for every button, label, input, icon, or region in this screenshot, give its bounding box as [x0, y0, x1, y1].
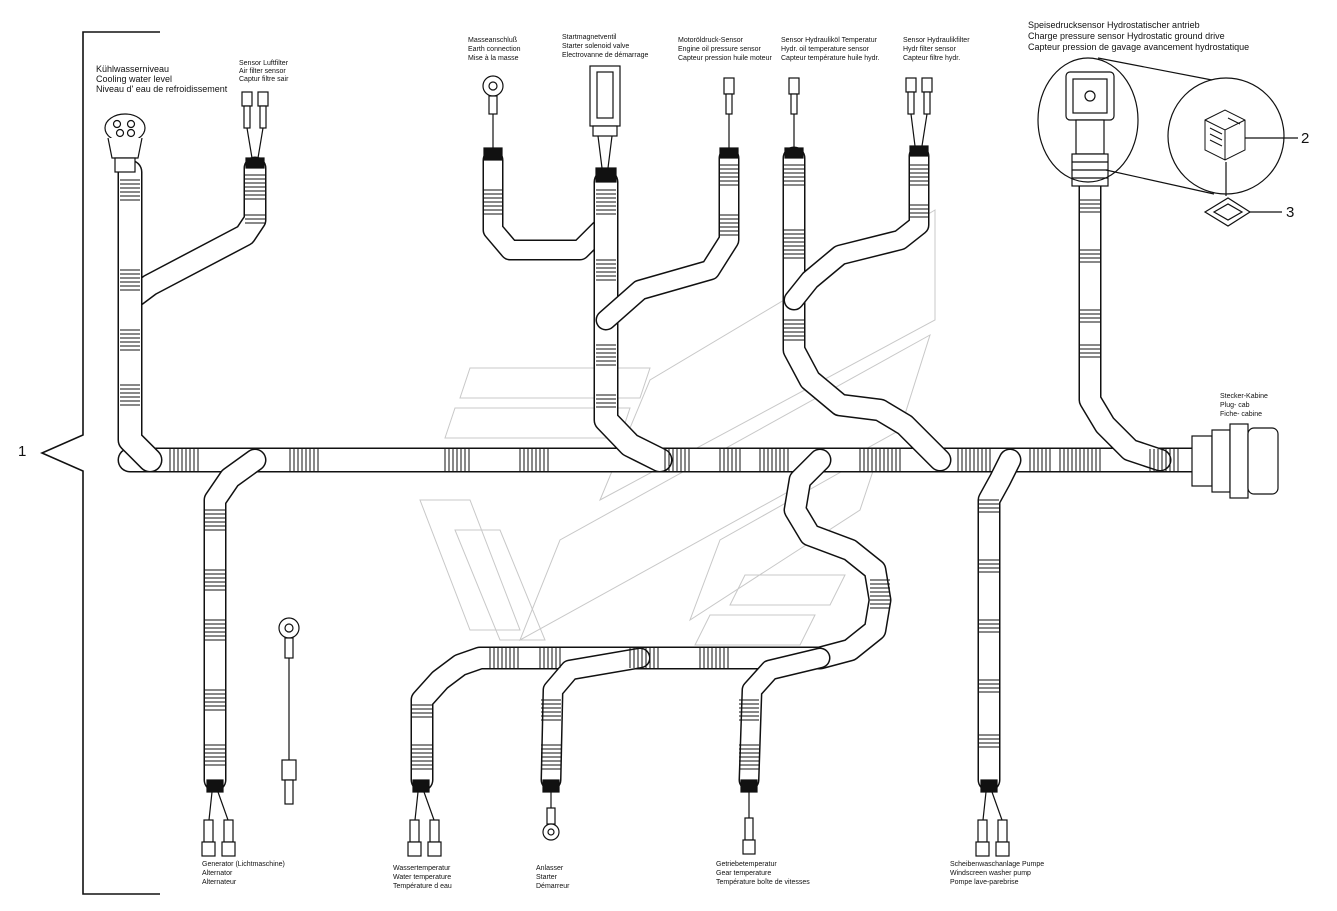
cable-fill: [784, 148, 950, 470]
cable-outline: [410, 448, 892, 792]
gear-temp-terminal: [740, 779, 758, 855]
loose-earth-cable: [278, 617, 300, 805]
air-filter-terminals: [241, 91, 269, 169]
cable-fill: [1080, 176, 1170, 470]
harness-bands: [120, 164, 1179, 770]
harness-bracket: [40, 31, 160, 895]
coolant-sensor-connector: [104, 113, 146, 173]
cable-fill: [595, 171, 671, 471]
callout-3: 3: [1286, 204, 1295, 221]
oil-pressure-terminal: [719, 77, 739, 159]
sensor-body-detail: [1204, 109, 1246, 161]
label-charge-pressure: Speisedrucksensor Hydrostatischer antrie…: [1028, 20, 1250, 52]
sensor-detail-callout: [1037, 57, 1298, 227]
hydr-temp-terminal: [784, 77, 804, 159]
harness-cables: [117, 145, 1208, 792]
alternator-terminals: [201, 779, 236, 857]
cable-fill: [484, 151, 609, 259]
charge-pressure-sensor-connector: [1065, 71, 1115, 187]
connectors: [104, 65, 1279, 857]
cab-plug-connector: [1191, 423, 1279, 499]
cable-fill: [412, 450, 890, 790]
callout-1: 1: [18, 443, 27, 460]
cable-fill: [120, 158, 265, 310]
starter-valve-connector: [589, 65, 621, 183]
cable-fill: [979, 450, 1020, 790]
water-temp-terminals: [407, 779, 442, 857]
cable-fill: [119, 161, 161, 471]
seal-detail: [1203, 197, 1252, 227]
starter-ring-terminal: [542, 779, 560, 841]
cable-fill: [542, 649, 649, 789]
callout-2: 2: [1301, 130, 1310, 147]
earth-ring-terminal: [482, 75, 504, 161]
hydr-filter-terminals: [905, 77, 933, 157]
washer-pump-terminals: [975, 779, 1010, 857]
cable-fill: [597, 149, 738, 329]
cable-fill: [740, 649, 829, 789]
